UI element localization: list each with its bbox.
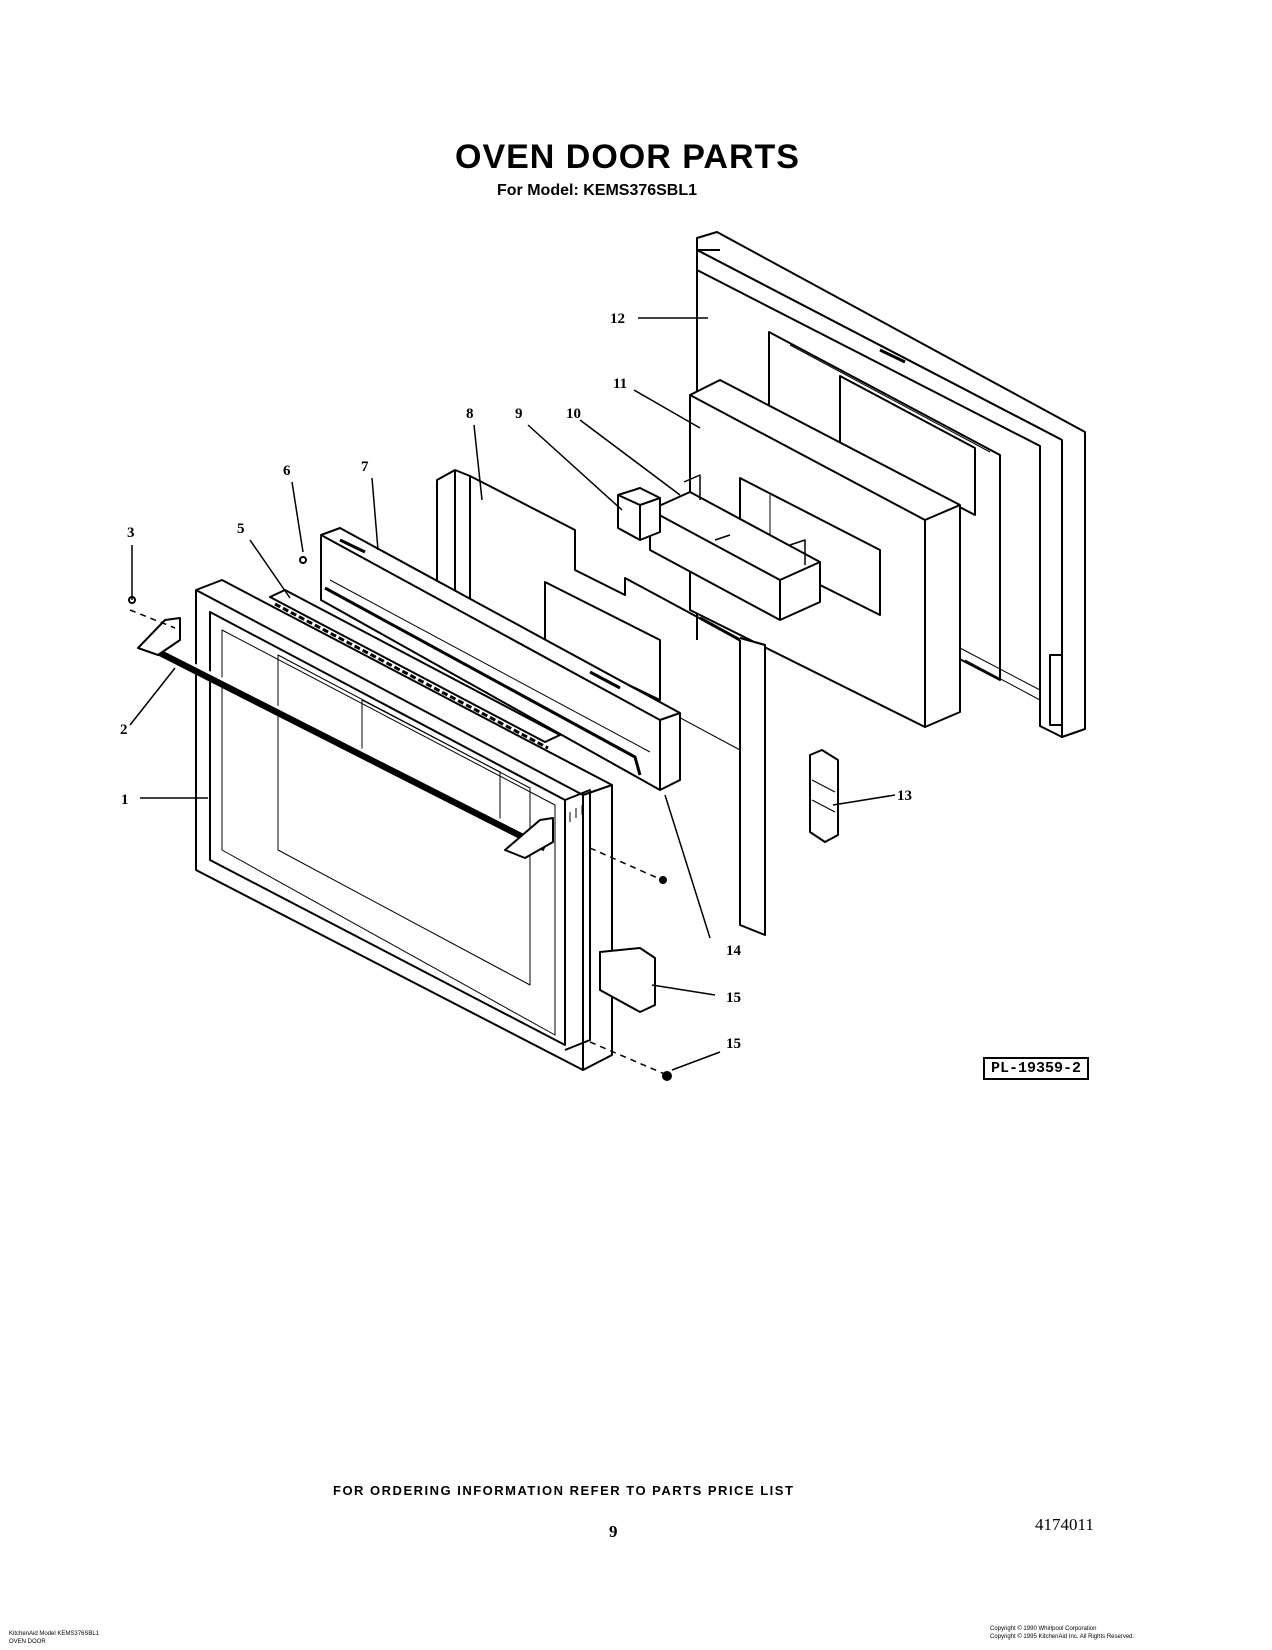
callout-14: 14: [726, 943, 742, 959]
document-number: 4174011: [1035, 1515, 1094, 1534]
ordering-info: FOR ORDERING INFORMATION REFER TO PARTS …: [333, 1483, 795, 1498]
part-10-vent-duct: [649, 474, 821, 621]
model-footer-line-1: KitchenAid Model KEMS376SBL1: [9, 1631, 100, 1637]
part-13-hinge: [809, 749, 839, 843]
part-1-outer-door: [195, 579, 613, 1071]
part-9-bracket: [617, 487, 661, 541]
callout-15: 15: [726, 990, 741, 1006]
callout-9: 9: [515, 406, 523, 422]
callout-3: 3: [127, 525, 135, 541]
callout-11: 11: [613, 376, 627, 392]
callout-1: 1: [121, 792, 129, 808]
callout-5: 5: [237, 521, 245, 537]
model-subtitle: For Model: KEMS376SBL1: [497, 182, 698, 199]
page-title: OVEN DOOR PARTS: [455, 138, 800, 176]
callout-15b: 15: [726, 1036, 741, 1052]
copyright-line-1: Copyright © 1990 Whirlpool Corporation: [990, 1626, 1097, 1632]
part-2-handle: [137, 617, 554, 859]
callout-leaders: [129, 317, 896, 1071]
part-7-glass-panel: [320, 527, 681, 791]
callout-8: 8: [466, 406, 474, 422]
callout-7: 7: [361, 459, 369, 475]
part-15-bracket: [599, 947, 656, 1013]
callout-2: 2: [120, 722, 128, 738]
copyright-notice: Copyright © 1990 Whirlpool Corporation C…: [990, 1625, 1134, 1641]
callout-13: 13: [897, 788, 912, 804]
callout-10: 10: [566, 406, 581, 422]
page-number: 9: [609, 1522, 618, 1541]
callout-12: 12: [610, 311, 625, 327]
model-footer: KitchenAid Model KEMS376SBL1 OVEN DOOR: [9, 1630, 99, 1646]
plate-id-label: PL-19359-2: [983, 1057, 1090, 1080]
model-footer-line-2: OVEN DOOR: [9, 1639, 46, 1645]
callout-6: 6: [283, 463, 291, 479]
copyright-line-2: Copyright © 1995 KitchenAid Inc. All Rig…: [990, 1634, 1135, 1640]
